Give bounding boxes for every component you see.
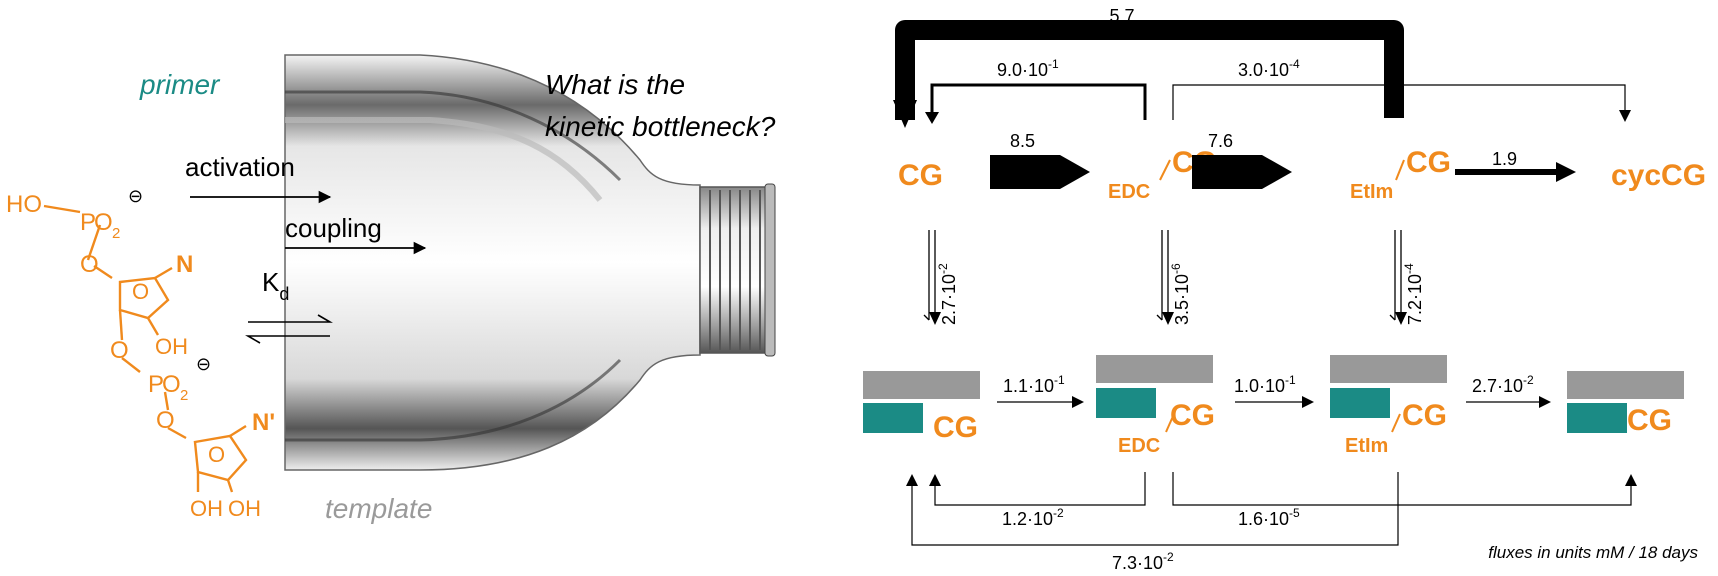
complex-cg: CG <box>863 371 980 444</box>
flux-r3-line <box>911 472 1399 546</box>
svg-text:OH: OH <box>228 496 261 521</box>
svg-text:OH: OH <box>155 334 188 359</box>
coupling-label: coupling <box>285 213 382 243</box>
svg-text:CG: CG <box>1627 404 1672 437</box>
svg-text:EtIm: EtIm <box>1345 435 1388 457</box>
flux-1-9-label: 1.9 <box>1492 149 1517 169</box>
structure-labels: HO P O 2 ⊖ O O N OH O P O 2 ⊖ O O N' OH … <box>6 186 275 521</box>
svg-text:OH: OH <box>190 496 223 521</box>
svg-text:O: O <box>80 251 99 278</box>
svg-text:7.2·10-4: 7.2·10-4 <box>1402 263 1425 325</box>
flux-5-7-bracket <box>895 20 1404 120</box>
edc-bond <box>1159 159 1171 181</box>
svg-text:CG: CG <box>933 411 978 444</box>
svg-text:O: O <box>156 407 175 434</box>
svg-text:CG: CG <box>1170 399 1215 432</box>
flux-5-7-arrowhead <box>893 100 917 128</box>
kd-label: Kd <box>262 267 289 304</box>
svg-text:3.5·10-6: 3.5·10-6 <box>1169 263 1192 325</box>
flux-r3-arrowhead <box>906 474 918 486</box>
flux-r1-line <box>934 472 1146 506</box>
flux-r1-arrowhead <box>929 474 941 486</box>
arrow-b2-head <box>1302 396 1314 408</box>
flux-3-0-label: 3.0·10-4 <box>1238 57 1300 80</box>
units-footnote: fluxes in units mM / 18 days <box>1488 543 1698 562</box>
species-etim-cg: CG <box>1406 146 1451 179</box>
svg-text:O: O <box>110 337 129 364</box>
equilibrium-2: 3.5·10-6 <box>1156 230 1192 325</box>
complex-product: CG <box>1567 371 1684 437</box>
kd-equilibrium-arrows <box>245 314 333 344</box>
flux-3-0-line <box>1172 84 1626 120</box>
bottle-illustration <box>284 54 776 471</box>
svg-text:P: P <box>148 371 164 398</box>
question-line-2: kinetic bottleneck? <box>545 111 776 142</box>
flux-b3-label: 2.7·10-2 <box>1472 373 1534 396</box>
svg-text:O: O <box>132 279 149 304</box>
svg-text:HO: HO <box>6 191 42 218</box>
svg-text:2: 2 <box>180 387 188 404</box>
arrow-b1-head <box>1072 396 1084 408</box>
flux-5-7-label: 5.7 <box>1109 6 1134 26</box>
arrow-b3-head <box>1539 396 1551 408</box>
flux-b1-label: 1.1·10-1 <box>1003 373 1065 396</box>
flux-r2-arrowhead <box>1625 474 1637 486</box>
species-cg: CG <box>898 159 943 192</box>
svg-text:⊖: ⊖ <box>196 354 211 374</box>
svg-text:N: N <box>176 251 193 278</box>
arrow-1-9-head <box>1556 162 1576 182</box>
flux-9-0-arrowhead <box>925 112 939 124</box>
species-cyccg: cycCG <box>1611 159 1706 192</box>
equilibrium-1: 2.7·10-2 <box>923 230 959 325</box>
flux-r2-label: 1.6·10-5 <box>1238 506 1300 529</box>
complex-etim: EtIm CG <box>1330 355 1447 457</box>
svg-text:CG: CG <box>1402 399 1447 432</box>
flux-r2-line <box>1172 472 1632 506</box>
svg-text:O: O <box>162 371 181 398</box>
svg-text:P: P <box>80 209 96 236</box>
svg-text:O: O <box>208 442 225 467</box>
svg-text:⊖: ⊖ <box>128 186 143 206</box>
bottle-threads <box>709 190 761 350</box>
question-line-1: What is the <box>545 69 685 100</box>
etim-bond <box>1395 159 1405 181</box>
flux-9-0-label: 9.0·10-1 <box>997 57 1059 80</box>
template-label: template <box>325 493 432 524</box>
flux-7-6-label: 7.6 <box>1208 131 1233 151</box>
dinucleotide-structure <box>43 204 248 493</box>
arrow-8-5 <box>990 155 1090 189</box>
flux-9-0-bracket <box>930 83 1147 120</box>
svg-text:EDC: EDC <box>1118 435 1160 457</box>
equilibrium-3: 7.2·10-4 <box>1389 230 1425 325</box>
flux-r3-label: 7.3·10-2 <box>1112 550 1174 573</box>
flux-r1-label: 1.2·10-2 <box>1002 506 1064 529</box>
flux-b2-label: 1.0·10-1 <box>1234 373 1296 396</box>
primer-label: primer <box>139 69 221 100</box>
species-edc-prefix: EDC <box>1108 181 1150 203</box>
svg-text:2.7·10-2: 2.7·10-2 <box>936 263 959 325</box>
svg-text:N': N' <box>252 409 275 436</box>
flux-3-0-arrowhead <box>1619 110 1631 122</box>
flux-8-5-label: 8.5 <box>1010 131 1035 151</box>
species-etim-prefix: EtIm <box>1350 181 1393 203</box>
svg-text:O: O <box>94 209 113 236</box>
complex-edc: EDC CG <box>1096 355 1215 457</box>
svg-text:2: 2 <box>112 225 120 242</box>
activation-label: activation <box>185 152 295 182</box>
arrow-7-6 <box>1192 155 1292 189</box>
